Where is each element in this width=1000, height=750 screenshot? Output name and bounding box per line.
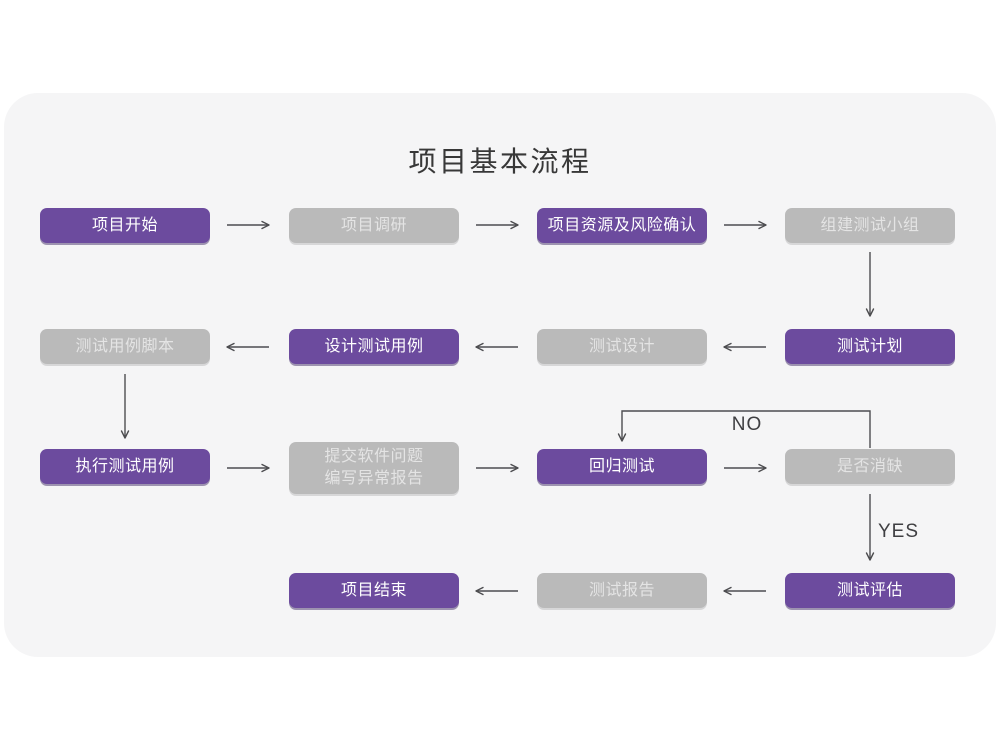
node-label: 测试用例脚本 <box>75 337 175 355</box>
node-label: 是否消缺 <box>836 457 903 475</box>
node-label: 项目资源及风险确认 <box>547 216 697 234</box>
node-execute-test-cases: 执行测试用例 <box>40 449 210 484</box>
node-regression-test: 回归测试 <box>537 449 707 484</box>
node-project-end: 项目结束 <box>289 573 459 608</box>
node-label: 项目开始 <box>91 216 158 234</box>
node-test-evaluation: 测试评估 <box>785 573 955 608</box>
node-label: 执行测试用例 <box>75 457 175 475</box>
branch-label-no: NO <box>731 414 763 435</box>
node-label: 提交软件问题 编写异常报告 <box>324 448 424 487</box>
node-label: 组建测试小组 <box>820 216 920 234</box>
node-label: 测试评估 <box>836 581 903 599</box>
node-label: 测试报告 <box>588 581 655 599</box>
node-label: 设计测试用例 <box>324 337 424 355</box>
node-test-case-script: 测试用例脚本 <box>40 329 210 364</box>
flowchart-card <box>4 93 996 657</box>
node-submit-issue-report: 提交软件问题 编写异常报告 <box>289 442 459 494</box>
node-label: 测试设计 <box>588 337 655 355</box>
node-test-report: 测试报告 <box>537 573 707 608</box>
node-label: 项目调研 <box>340 216 407 234</box>
page-title: 项目基本流程 <box>408 146 592 177</box>
node-form-test-team: 组建测试小组 <box>785 208 955 243</box>
node-label: 测试计划 <box>836 337 903 355</box>
branch-label-yes: YES <box>878 521 920 542</box>
node-label: 回归测试 <box>588 457 655 475</box>
node-label: 项目结束 <box>340 581 407 599</box>
node-defect-cleared: 是否消缺 <box>785 449 955 484</box>
node-project-start: 项目开始 <box>40 208 210 243</box>
node-project-research: 项目调研 <box>289 208 459 243</box>
node-test-design: 测试设计 <box>537 329 707 364</box>
node-test-plan: 测试计划 <box>785 329 955 364</box>
node-resource-risk-confirm: 项目资源及风险确认 <box>537 208 707 243</box>
node-design-test-cases: 设计测试用例 <box>289 329 459 364</box>
